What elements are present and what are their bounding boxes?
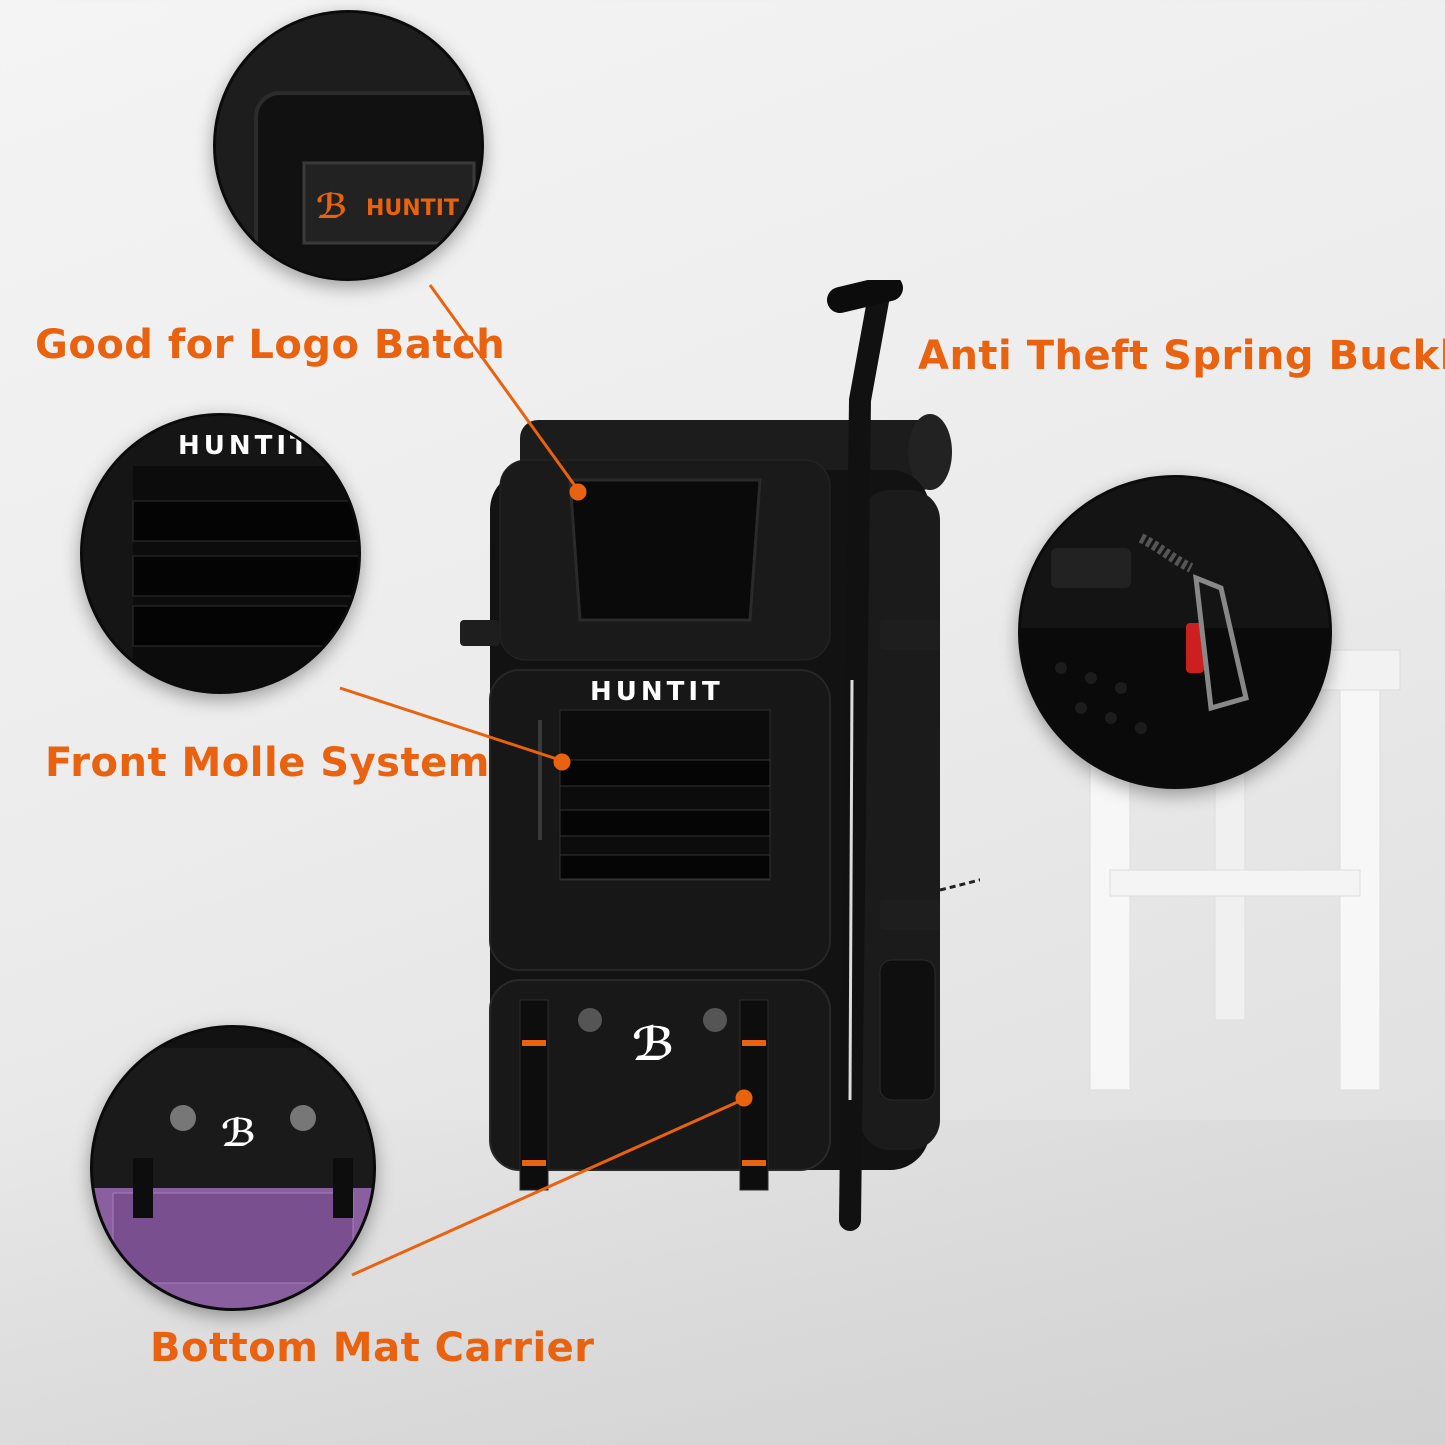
molle-leader-line — [339, 686, 561, 762]
logo-leader-dot — [569, 483, 587, 501]
callout-molle: Front Molle System — [45, 740, 490, 786]
patch-hb-mark: ℬ — [316, 187, 348, 227]
molle-leader-dot — [553, 753, 571, 771]
molle-closeup: HUNTIT — [80, 413, 361, 694]
callout-mat-carrier: Bottom Mat Carrier — [150, 1325, 595, 1371]
mat-leader-dot — [735, 1089, 753, 1107]
spring-cord — [939, 878, 980, 892]
molle-panel — [559, 709, 771, 881]
logo-leader-line — [428, 284, 580, 491]
velcro-logo-patch — [568, 478, 762, 622]
callout-spring-buckle: Anti Theft Spring Buckle — [918, 333, 1445, 379]
callout-logo-batch: Good for Logo Batch — [35, 322, 506, 368]
mat-leader-line — [351, 1098, 743, 1277]
white-stool — [1079, 649, 1401, 1091]
patch-brand-text: HUNTIT — [366, 196, 459, 221]
molle-brand-text: HUNTIT — [178, 431, 312, 461]
logo-patch-closeup: ℬ HUNTIT — [213, 10, 484, 281]
front-brand-text: HUNTIT — [590, 677, 724, 707]
mat-hb-mark: ℬ — [221, 1111, 256, 1155]
hb-logo-mark: ℬ — [632, 1017, 675, 1071]
backpack: HUNTIT ℬ — [460, 280, 980, 1231]
